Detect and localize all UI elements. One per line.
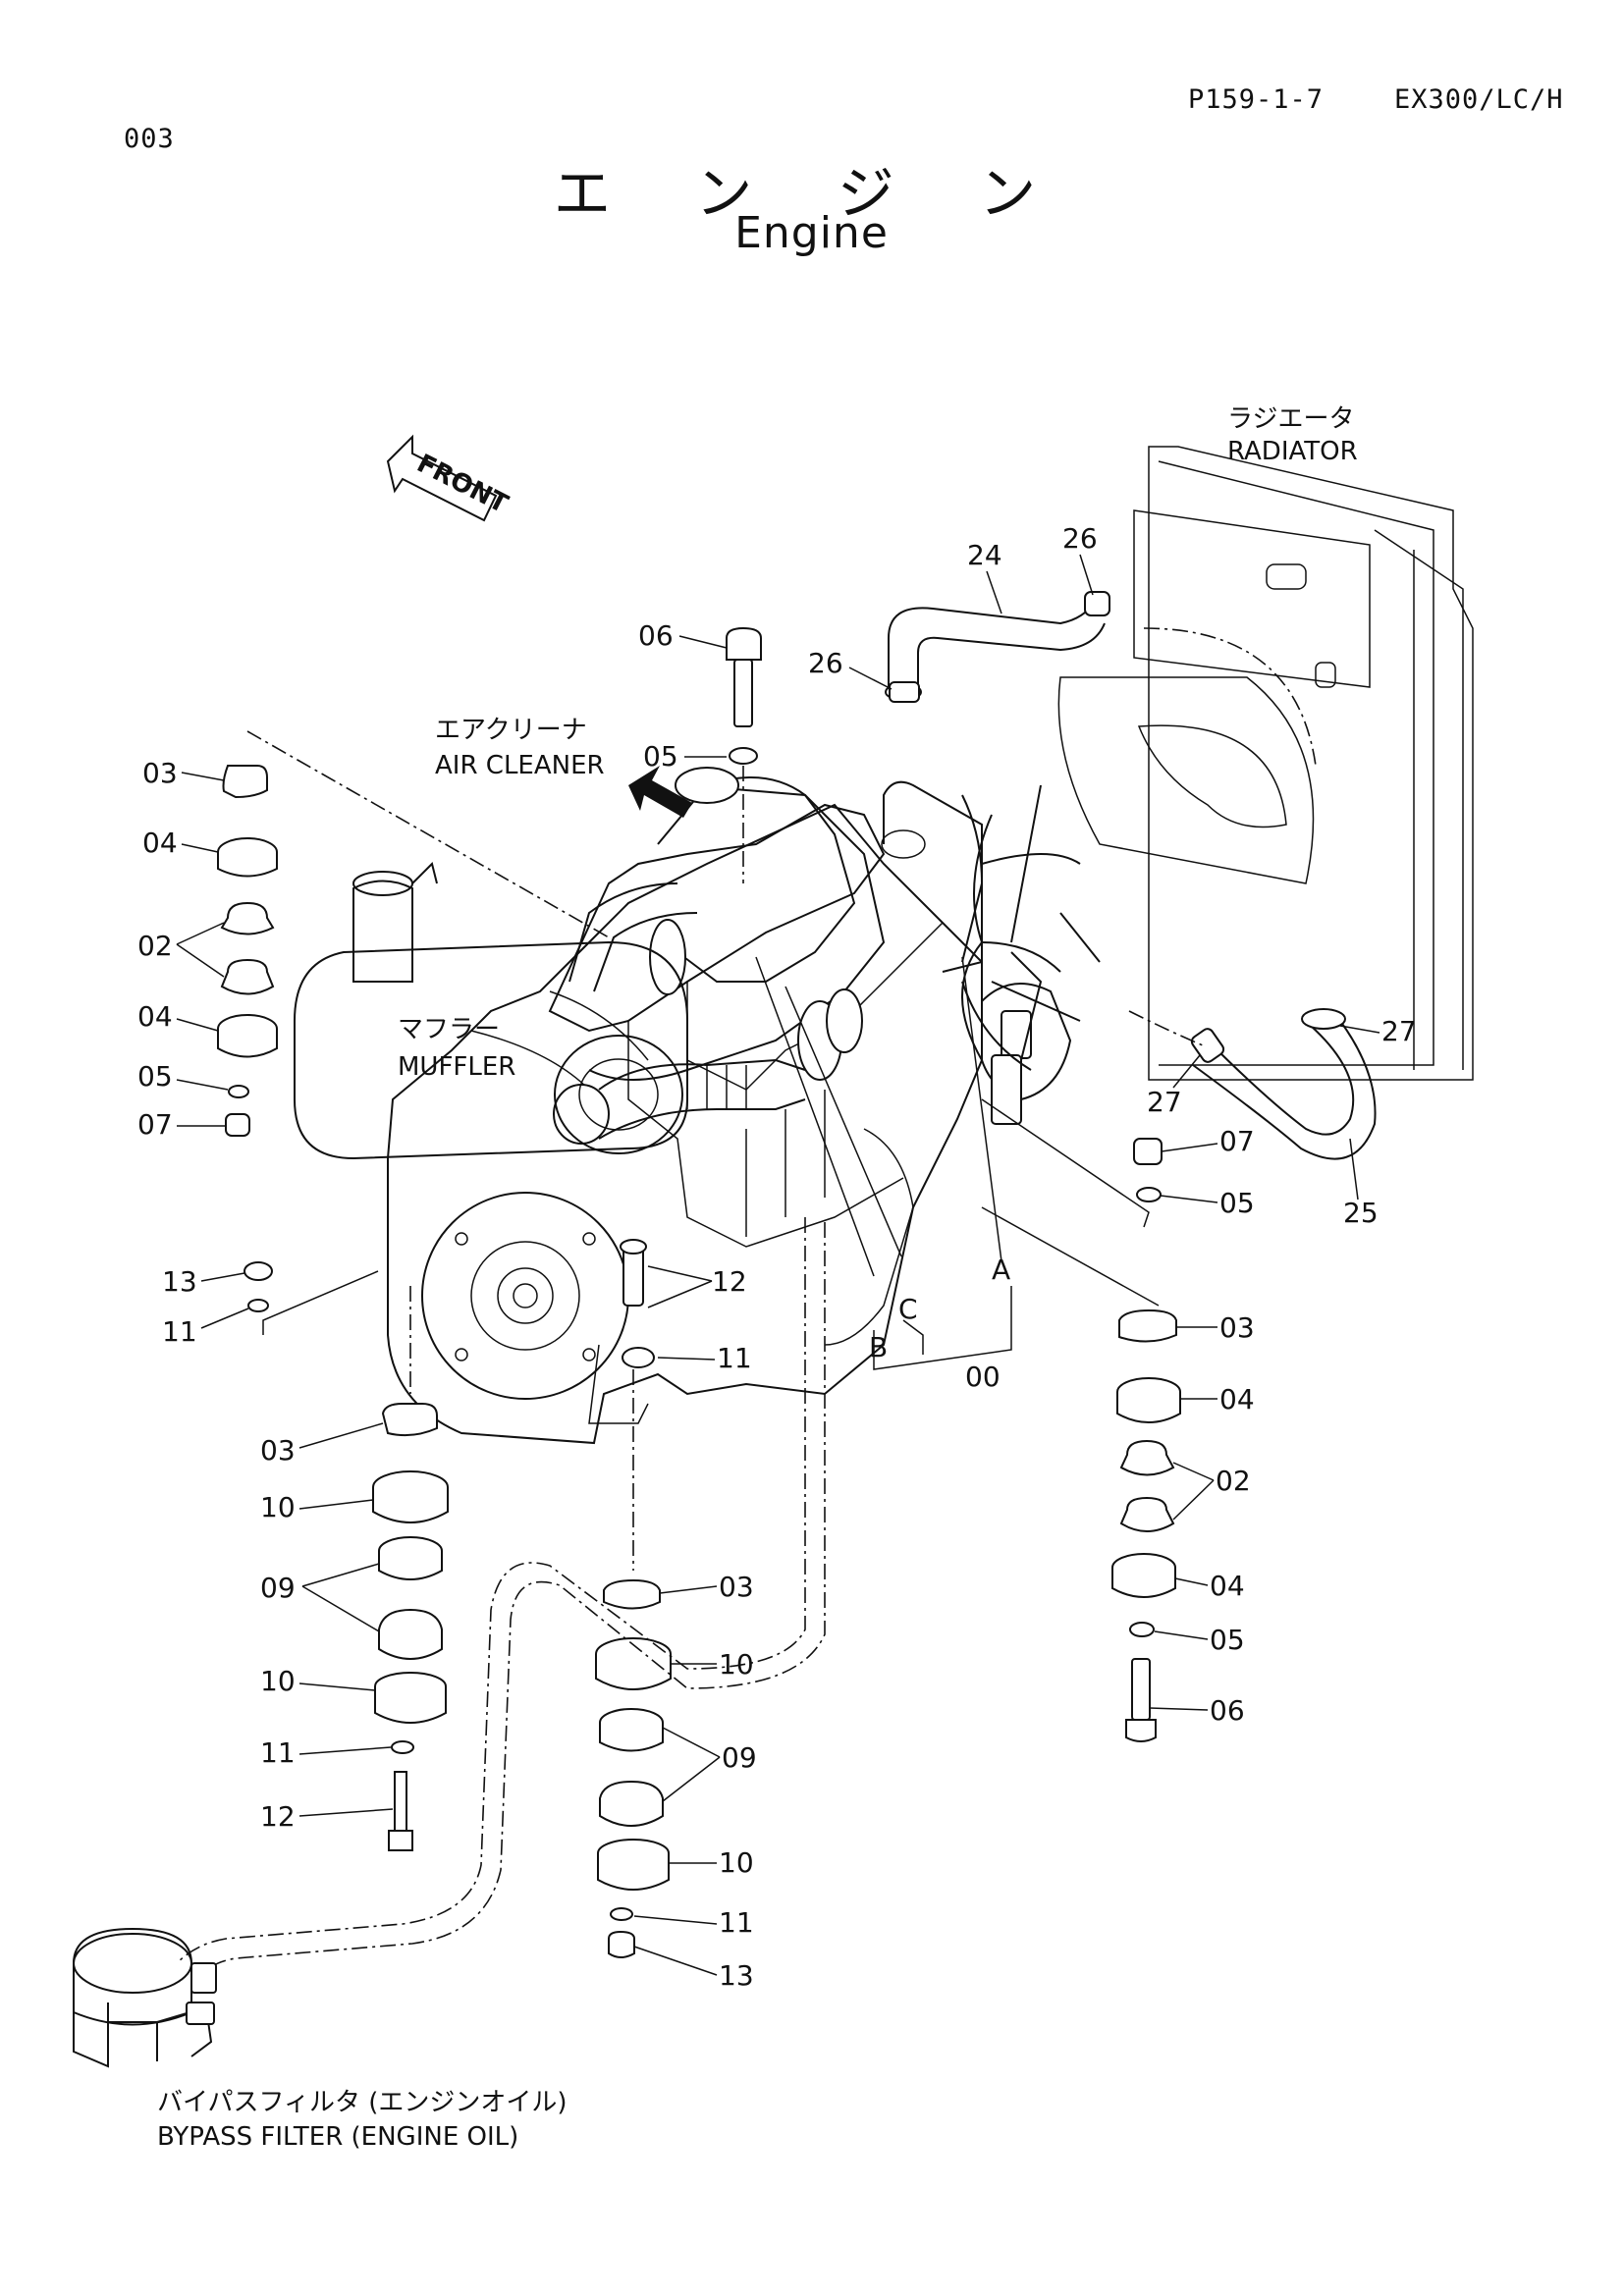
part-label-02-right: 02 [1216, 1465, 1251, 1497]
part-label-25: 25 [1343, 1197, 1379, 1229]
part-label-05-right-upper: 05 [1219, 1187, 1255, 1219]
air-cleaner-label-jp: エアクリーナ [435, 716, 587, 745]
bypass-filter [73, 1217, 826, 2068]
part-label-12-left: 12 [260, 1800, 296, 1833]
bolt-top [726, 626, 762, 883]
part-label-04-right-upper: 04 [1219, 1383, 1255, 1415]
radiator-label-jp: ラジエータ [1227, 404, 1354, 434]
part-label-27-right: 27 [1381, 1015, 1417, 1047]
title-japanese: エ ン ジ ン [553, 160, 1070, 227]
front-arrow-icon: FRONT [386, 434, 513, 522]
part-label-05-left: 05 [137, 1060, 173, 1093]
muffler-label-jp: マフラー [398, 1015, 500, 1044]
lower-hose [1128, 1008, 1377, 1160]
part-label-27-left: 27 [1147, 1086, 1182, 1118]
radiator-label-en: RADIATOR [1227, 437, 1358, 466]
part-label-C: C [898, 1293, 918, 1325]
part-label-03-lower-left: 03 [260, 1434, 296, 1467]
part-label-10-upper-center: 10 [719, 1648, 754, 1681]
part-label-05-top: 05 [643, 740, 678, 773]
part-label-11-lower-left: 11 [260, 1736, 296, 1769]
bypass-filter-label-en: BYPASS FILTER (ENGINE OIL) [157, 2122, 518, 2152]
part-label-02-left: 02 [137, 930, 173, 962]
part-label-04-right-lower: 04 [1210, 1570, 1245, 1602]
cooling-fan [961, 794, 1081, 1071]
part-label-09-left: 09 [260, 1572, 296, 1604]
mount-stack-lower-left [372, 1286, 449, 1851]
mount-stack-lower-center [595, 1369, 672, 1958]
part-label-03-right: 03 [1219, 1311, 1255, 1344]
part-label-05-right-lower: 05 [1210, 1624, 1245, 1656]
bypass-filter-label-jp: バイパスフィルタ (エンジンオイル) [157, 2088, 568, 2117]
part-label-10-lower-left: 10 [260, 1665, 296, 1697]
part-label-09-center: 09 [722, 1741, 757, 1774]
page-code: P159-1-7 [1188, 84, 1325, 115]
part-label-24: 24 [967, 539, 1002, 571]
part-label-13-upper: 13 [162, 1265, 197, 1298]
part-label-00: 00 [965, 1361, 1001, 1393]
part-label-06-top: 06 [638, 619, 674, 652]
air-cleaner-arrow-icon [628, 766, 692, 818]
part-label-03-top-left: 03 [142, 757, 178, 789]
mount-stack-right [981, 1098, 1181, 1742]
section-number: 003 [124, 124, 175, 154]
muffler-label-en: MUFFLER [398, 1052, 515, 1082]
part-label-12-center: 12 [712, 1265, 747, 1298]
air-cleaner-label-en: AIR CLEANER [435, 751, 605, 780]
title-english: Engine [734, 208, 889, 258]
mount-stack-left [217, 730, 610, 1137]
part-label-B: B [869, 1331, 888, 1363]
part-label-03-lower-center: 03 [719, 1571, 754, 1603]
muffler [294, 862, 688, 1160]
part-label-26-left: 26 [808, 647, 843, 679]
part-label-04-top-left: 04 [142, 827, 178, 859]
part-label-11-lower-center: 11 [719, 1906, 754, 1939]
part-label-13-lower: 13 [719, 1959, 754, 1992]
part-label-10-upper-left: 10 [260, 1491, 296, 1523]
engine-block [387, 767, 1101, 1445]
part-label-11-upper-left: 11 [162, 1315, 197, 1348]
part-label-04-mid-left: 04 [137, 1000, 173, 1033]
part-label-26-top: 26 [1062, 522, 1098, 555]
upper-hose [885, 591, 1110, 703]
part-label-11-center: 11 [717, 1342, 752, 1374]
part-label-07-left: 07 [137, 1108, 173, 1141]
part-label-06-right: 06 [1210, 1694, 1245, 1727]
part-label-A: A [992, 1254, 1010, 1286]
part-label-10-lower-center: 10 [719, 1846, 754, 1879]
model-code: EX300/LC/H [1394, 84, 1564, 115]
part-label-07-right: 07 [1219, 1125, 1255, 1157]
radiator [1057, 446, 1474, 1081]
